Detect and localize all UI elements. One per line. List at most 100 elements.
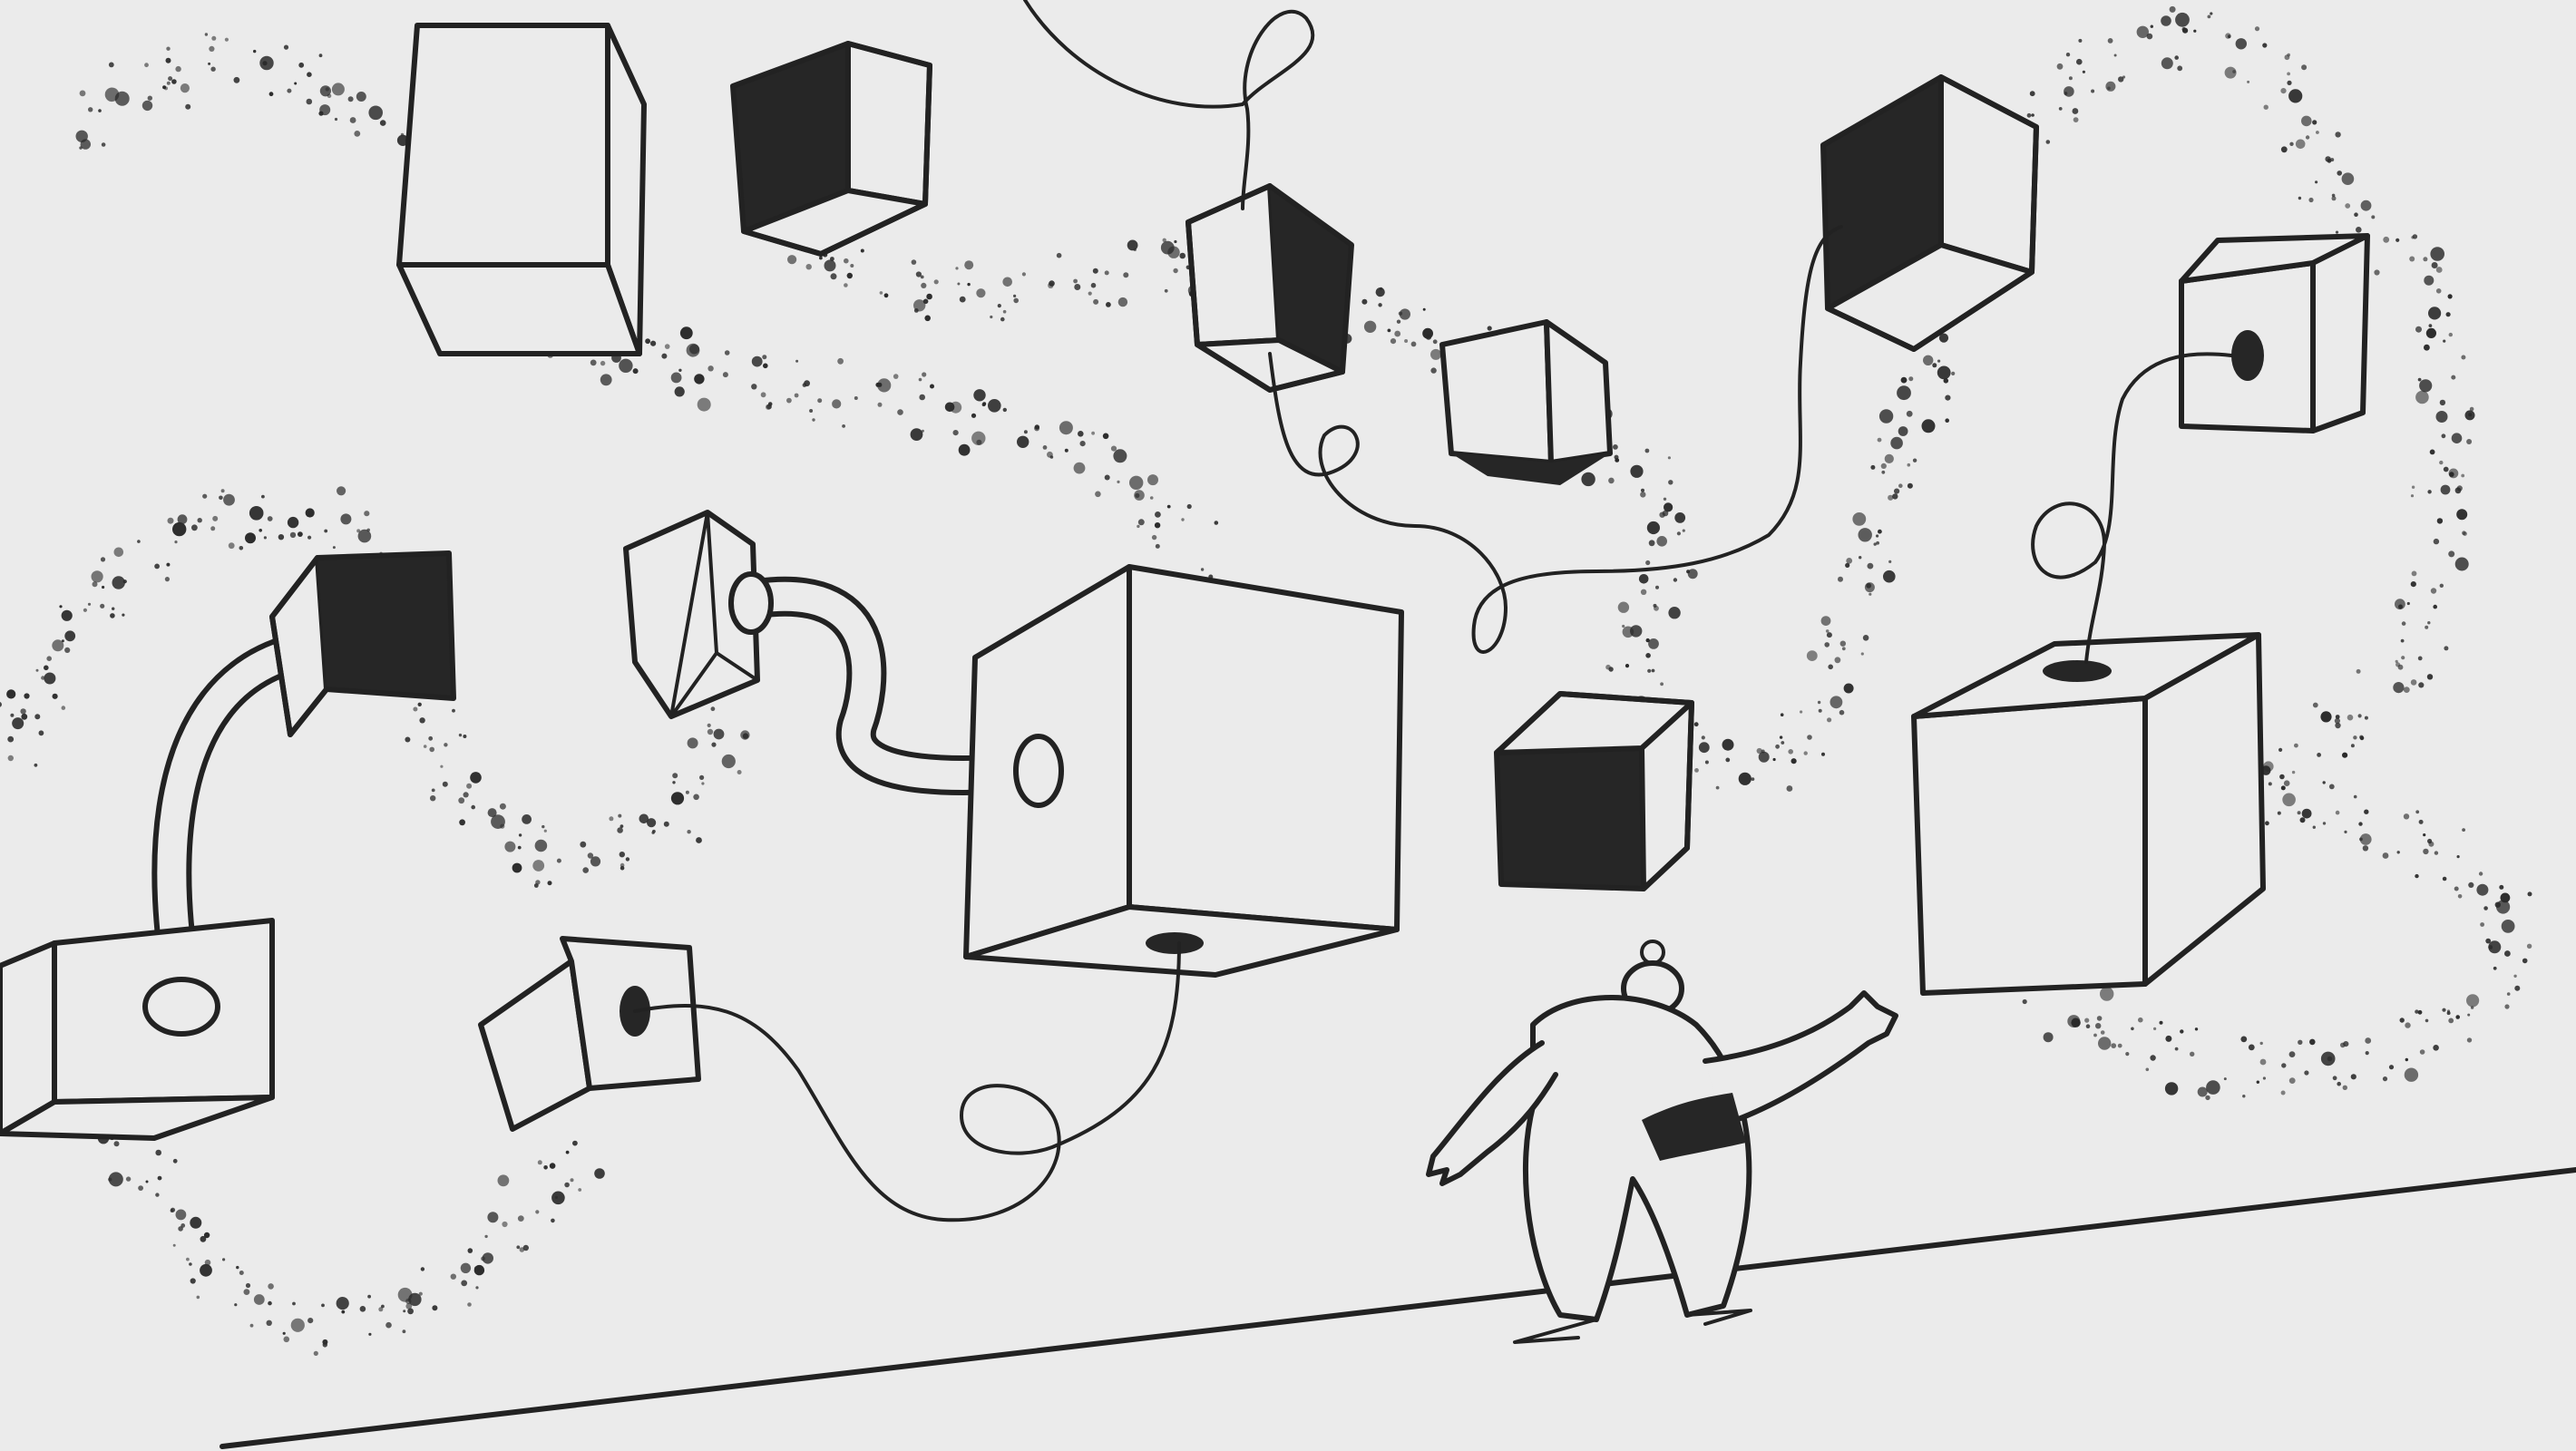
trail-dot bbox=[2415, 810, 2420, 814]
trail-dot bbox=[707, 723, 711, 728]
trail-dot bbox=[430, 795, 436, 802]
trail-dot bbox=[2291, 770, 2296, 774]
trail-dot bbox=[1698, 742, 1710, 754]
trail-dot bbox=[537, 1160, 542, 1165]
trail-dot bbox=[419, 717, 425, 724]
trail-dot bbox=[1945, 394, 1951, 401]
trail-dot bbox=[2064, 86, 2074, 97]
trail-dot bbox=[259, 529, 263, 532]
trail-dot bbox=[2466, 439, 2473, 444]
trail-dot bbox=[2406, 601, 2410, 606]
trail-dot bbox=[2100, 987, 2114, 1001]
trail-dot bbox=[466, 783, 473, 789]
trail-dot bbox=[2501, 920, 2515, 933]
trail-dot bbox=[190, 1216, 202, 1229]
trail-dot bbox=[268, 1300, 272, 1306]
trail-dot bbox=[1828, 664, 1833, 670]
trail-dot bbox=[1608, 477, 1615, 484]
cube-dark-top-right bbox=[1820, 74, 2039, 352]
trail-dot bbox=[625, 857, 630, 862]
trail-dot bbox=[2415, 326, 2422, 333]
trail-dot bbox=[259, 55, 274, 71]
trail-dot bbox=[467, 1302, 472, 1307]
trail-dot bbox=[2454, 886, 2459, 891]
trail-dot bbox=[2382, 1076, 2388, 1082]
trail-dot bbox=[2345, 203, 2351, 209]
trail-dot bbox=[2268, 782, 2272, 786]
trail-dot bbox=[1912, 458, 1917, 463]
trail-dot bbox=[701, 782, 705, 785]
trail-dot bbox=[762, 355, 767, 360]
trail-dot bbox=[112, 576, 125, 589]
trail-dot bbox=[2396, 851, 2400, 854]
trail-dot bbox=[2447, 294, 2453, 299]
trail-dot bbox=[2357, 714, 2362, 718]
trail-dot bbox=[2411, 485, 2415, 489]
trail-dot bbox=[1655, 585, 1659, 589]
trail-dot bbox=[1023, 430, 1028, 434]
trail-dot bbox=[2093, 1033, 2097, 1037]
trail-dot bbox=[2418, 819, 2424, 824]
trail-dot bbox=[958, 443, 971, 456]
trail-dot bbox=[2448, 1018, 2454, 1024]
trail-dot bbox=[2395, 659, 2398, 664]
trail-dot bbox=[1134, 490, 1145, 501]
trail-dot bbox=[971, 431, 986, 445]
trail-dot bbox=[2225, 33, 2231, 39]
trail-dot bbox=[6, 689, 16, 699]
trail-dot bbox=[2210, 12, 2213, 15]
trail-dot bbox=[2340, 1042, 2346, 1048]
trail-dot bbox=[378, 1307, 384, 1312]
trail-dot bbox=[210, 66, 216, 72]
trail-dot bbox=[2466, 1037, 2473, 1043]
trail-dot bbox=[2105, 81, 2116, 92]
trail-dot bbox=[724, 350, 730, 355]
trail-dot bbox=[219, 495, 223, 501]
trail-dot bbox=[1694, 768, 1699, 773]
trail-dot bbox=[367, 1294, 371, 1299]
trail-dot bbox=[2403, 813, 2410, 820]
trail-dot bbox=[2425, 1018, 2429, 1023]
trail-dot bbox=[1937, 365, 1951, 380]
trail-dot bbox=[245, 532, 256, 544]
trail-dot bbox=[819, 256, 823, 260]
trail-dot bbox=[2478, 872, 2483, 876]
trail-dot bbox=[2359, 833, 2372, 845]
trail-dot bbox=[2320, 1051, 2336, 1066]
trail-dot bbox=[1127, 239, 1138, 251]
trail-dot bbox=[1906, 410, 1913, 417]
trail-dot bbox=[832, 399, 842, 409]
trail-dot bbox=[253, 1294, 265, 1305]
trail-dot bbox=[587, 852, 594, 859]
trail-dot bbox=[1123, 272, 1129, 278]
trail-dot bbox=[2309, 1038, 2316, 1046]
trail-dot bbox=[171, 79, 177, 84]
trail-dot bbox=[2428, 841, 2435, 847]
trail-dot bbox=[91, 570, 103, 583]
trail-dot bbox=[547, 881, 552, 886]
trail-dot bbox=[245, 1282, 251, 1289]
trail-dot bbox=[2344, 830, 2347, 834]
trail-dot bbox=[950, 401, 962, 414]
trail-dot bbox=[407, 1308, 414, 1315]
trail-dot bbox=[2100, 1030, 2105, 1035]
trail-dot bbox=[670, 792, 685, 805]
trail-dot bbox=[1862, 635, 1869, 641]
trail-dot bbox=[1399, 308, 1410, 320]
trail-dot bbox=[356, 92, 366, 102]
trail-dot bbox=[1686, 570, 1691, 574]
trail-dot bbox=[1647, 668, 1652, 673]
trail-dot bbox=[1756, 747, 1762, 755]
trail-dot bbox=[2404, 1067, 2419, 1082]
trail-dot bbox=[543, 829, 547, 833]
trail-dot bbox=[2456, 509, 2468, 521]
trail-dot bbox=[2304, 1070, 2309, 1076]
trail-dot bbox=[2499, 884, 2504, 890]
trail-dot bbox=[1830, 696, 1843, 709]
trail-dot bbox=[1390, 338, 1397, 345]
trail-dot bbox=[418, 1291, 423, 1296]
trail-dot bbox=[672, 773, 678, 779]
trail-dot bbox=[1387, 328, 1391, 333]
trail-dot bbox=[305, 508, 315, 518]
trail-dot bbox=[2514, 985, 2521, 991]
